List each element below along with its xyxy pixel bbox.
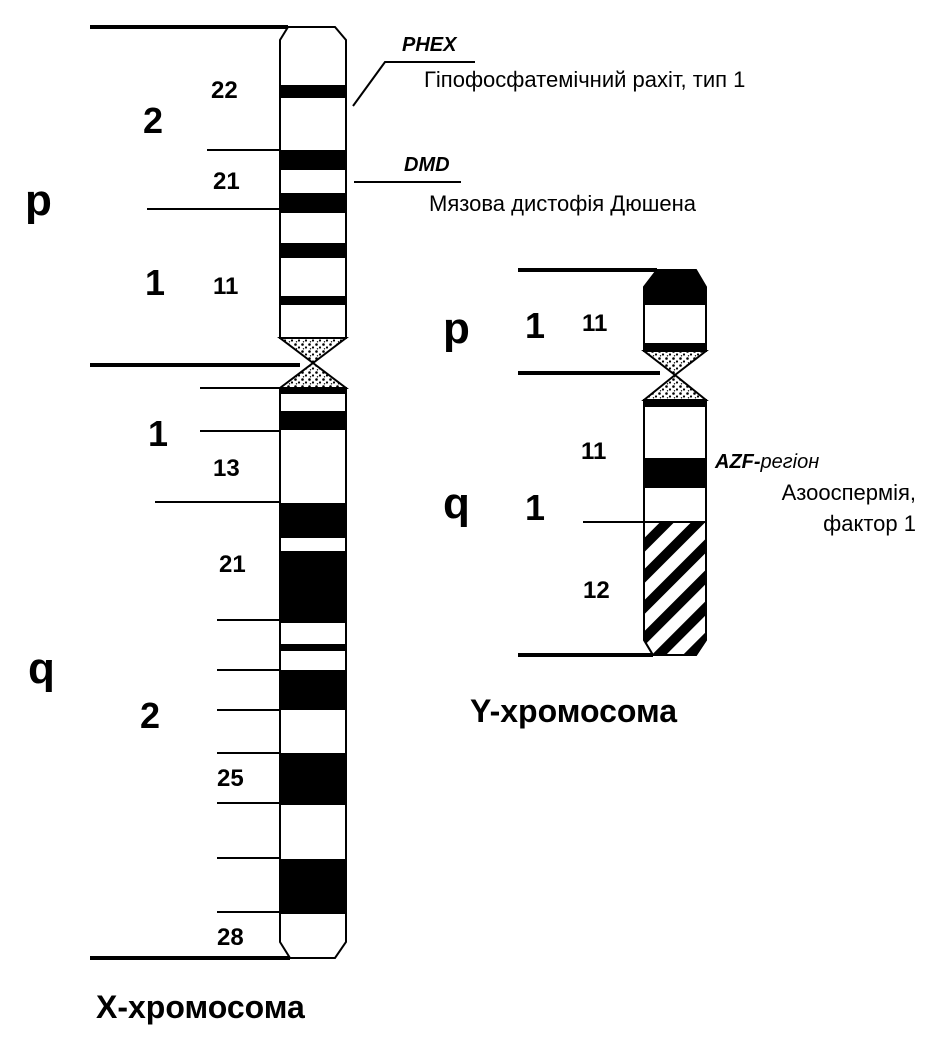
x-p-bands	[280, 85, 346, 305]
x-band-p11-dark-a	[280, 243, 346, 258]
y-azf-annotation: AZF-регіон Азооспермія, фактор 1	[714, 451, 916, 536]
x-region-q1-label: 1	[148, 413, 168, 454]
azf-region-label: AZF-регіон	[714, 451, 819, 473]
y-band-q11-top-dark	[644, 400, 706, 407]
x-arm-q-label: q	[28, 644, 55, 693]
y-band-p11-label: 11	[582, 310, 607, 337]
x-region-p2-label: 2	[143, 100, 163, 141]
x-band-p11-dark-b	[280, 296, 346, 305]
y-region-q1-label: 1	[525, 487, 545, 528]
x-band-q28-label: 28	[217, 924, 244, 951]
phex-gene-symbol: PHEX	[402, 34, 458, 56]
y-chromosome: p q 1 1 11 11 12 AZF-регіон Азооспермія,…	[443, 268, 916, 729]
x-region-p1-label: 1	[145, 262, 165, 303]
x-band-q21-dark-a	[280, 503, 346, 538]
x-band-q27-dark	[280, 859, 346, 914]
x-band-p21-dark-b	[280, 193, 346, 213]
x-q-bands	[280, 388, 346, 914]
x-gene-dmd: DMD Мязова дистофія Дюшена	[354, 154, 697, 216]
x-band-p22-dark	[280, 85, 346, 98]
x-arm-p-label: p	[25, 176, 52, 225]
x-band-q13-label: 13	[213, 455, 240, 482]
x-band-q25-dark	[280, 753, 346, 805]
x-band-q25-label: 25	[217, 765, 244, 792]
dmd-gene-symbol: DMD	[404, 154, 450, 176]
x-band-q21-dark-b	[280, 551, 346, 623]
y-band-q11-dark	[644, 458, 706, 488]
x-gene-phex: PHEX Гіпофосфатемічний рахіт, тип 1	[352, 34, 745, 107]
x-band-q13-dark	[280, 411, 346, 430]
azf-disease-line1: Азооспермія,	[782, 480, 916, 505]
x-band-p21-dark-a	[280, 150, 346, 170]
y-band-p-tip-dark	[644, 270, 706, 305]
y-region-lines	[518, 268, 660, 657]
azf-disease-line2: фактор 1	[823, 511, 916, 536]
x-band-q12-dark	[280, 388, 346, 394]
phex-pointer-line	[352, 61, 475, 107]
azf-suffix: регіон	[760, 451, 820, 473]
azf-symbol: AZF-	[714, 451, 761, 473]
x-chromosome: p q 2 1 1 2 22 21 11 13 21 25 28 PHEX Гі…	[25, 25, 745, 1025]
x-band-p21-label: 21	[213, 168, 240, 195]
x-band-q23-dark	[280, 670, 346, 710]
x-chromosome-title: X-хромосома	[96, 989, 305, 1025]
y-arm-p-label: p	[443, 304, 470, 353]
y-bands	[643, 270, 707, 656]
x-band-q21-label: 21	[219, 551, 246, 578]
y-centromere	[641, 350, 709, 401]
y-chromosome-title: Y-хромосома	[470, 693, 677, 729]
y-band-q12-heterochromatin	[643, 521, 707, 656]
phex-disease-label: Гіпофосфатемічний рахіт, тип 1	[424, 67, 745, 92]
y-band-q11-label: 11	[581, 438, 606, 465]
y-band-q12-label: 12	[583, 577, 610, 604]
x-region-q2-label: 2	[140, 695, 160, 736]
y-region-p1-label: 1	[525, 305, 545, 346]
y-arm-q-label: q	[443, 479, 470, 528]
x-p-arm	[279, 26, 347, 339]
x-region-lines	[90, 25, 300, 960]
x-band-p22-label: 22	[211, 77, 238, 104]
x-band-q22-dark	[280, 644, 346, 651]
y-band-p11-dark	[644, 343, 706, 351]
dmd-disease-label: Мязова дистофія Дюшена	[429, 191, 697, 216]
x-band-p11-label: 11	[213, 273, 238, 300]
